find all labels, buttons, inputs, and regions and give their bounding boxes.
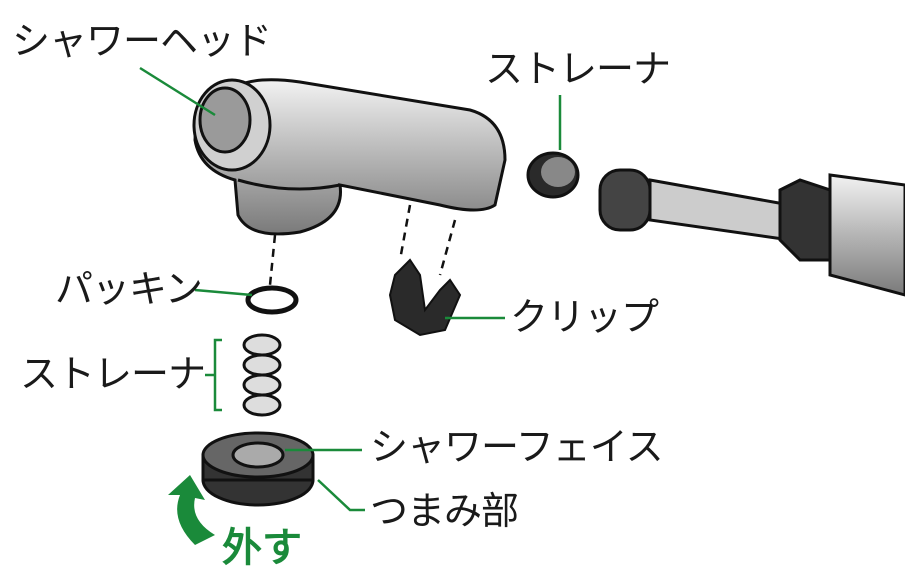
label-packing: パッキン [55, 267, 203, 311]
label-knob: つまみ部 [370, 489, 519, 533]
strainer-top [526, 151, 580, 199]
label-strainer-top: ストレーナ [485, 47, 671, 91]
label-remove: 外す [222, 525, 302, 571]
packing-ring [245, 285, 299, 315]
shower-head [192, 78, 507, 236]
leader-lines [139, 66, 562, 512]
rotate-arrow-icon [168, 475, 215, 545]
label-shower-face: シャワーフェイス [370, 425, 664, 469]
strainer-stack [242, 333, 282, 417]
label-strainer-left: ストレーナ [20, 352, 206, 396]
label-clip: クリップ [510, 295, 659, 339]
alignment-lines [268, 204, 457, 286]
clip [388, 258, 462, 337]
shower-face [201, 431, 315, 507]
hose [598, 168, 905, 297]
label-shower-head: シャワーヘッド [12, 19, 272, 63]
